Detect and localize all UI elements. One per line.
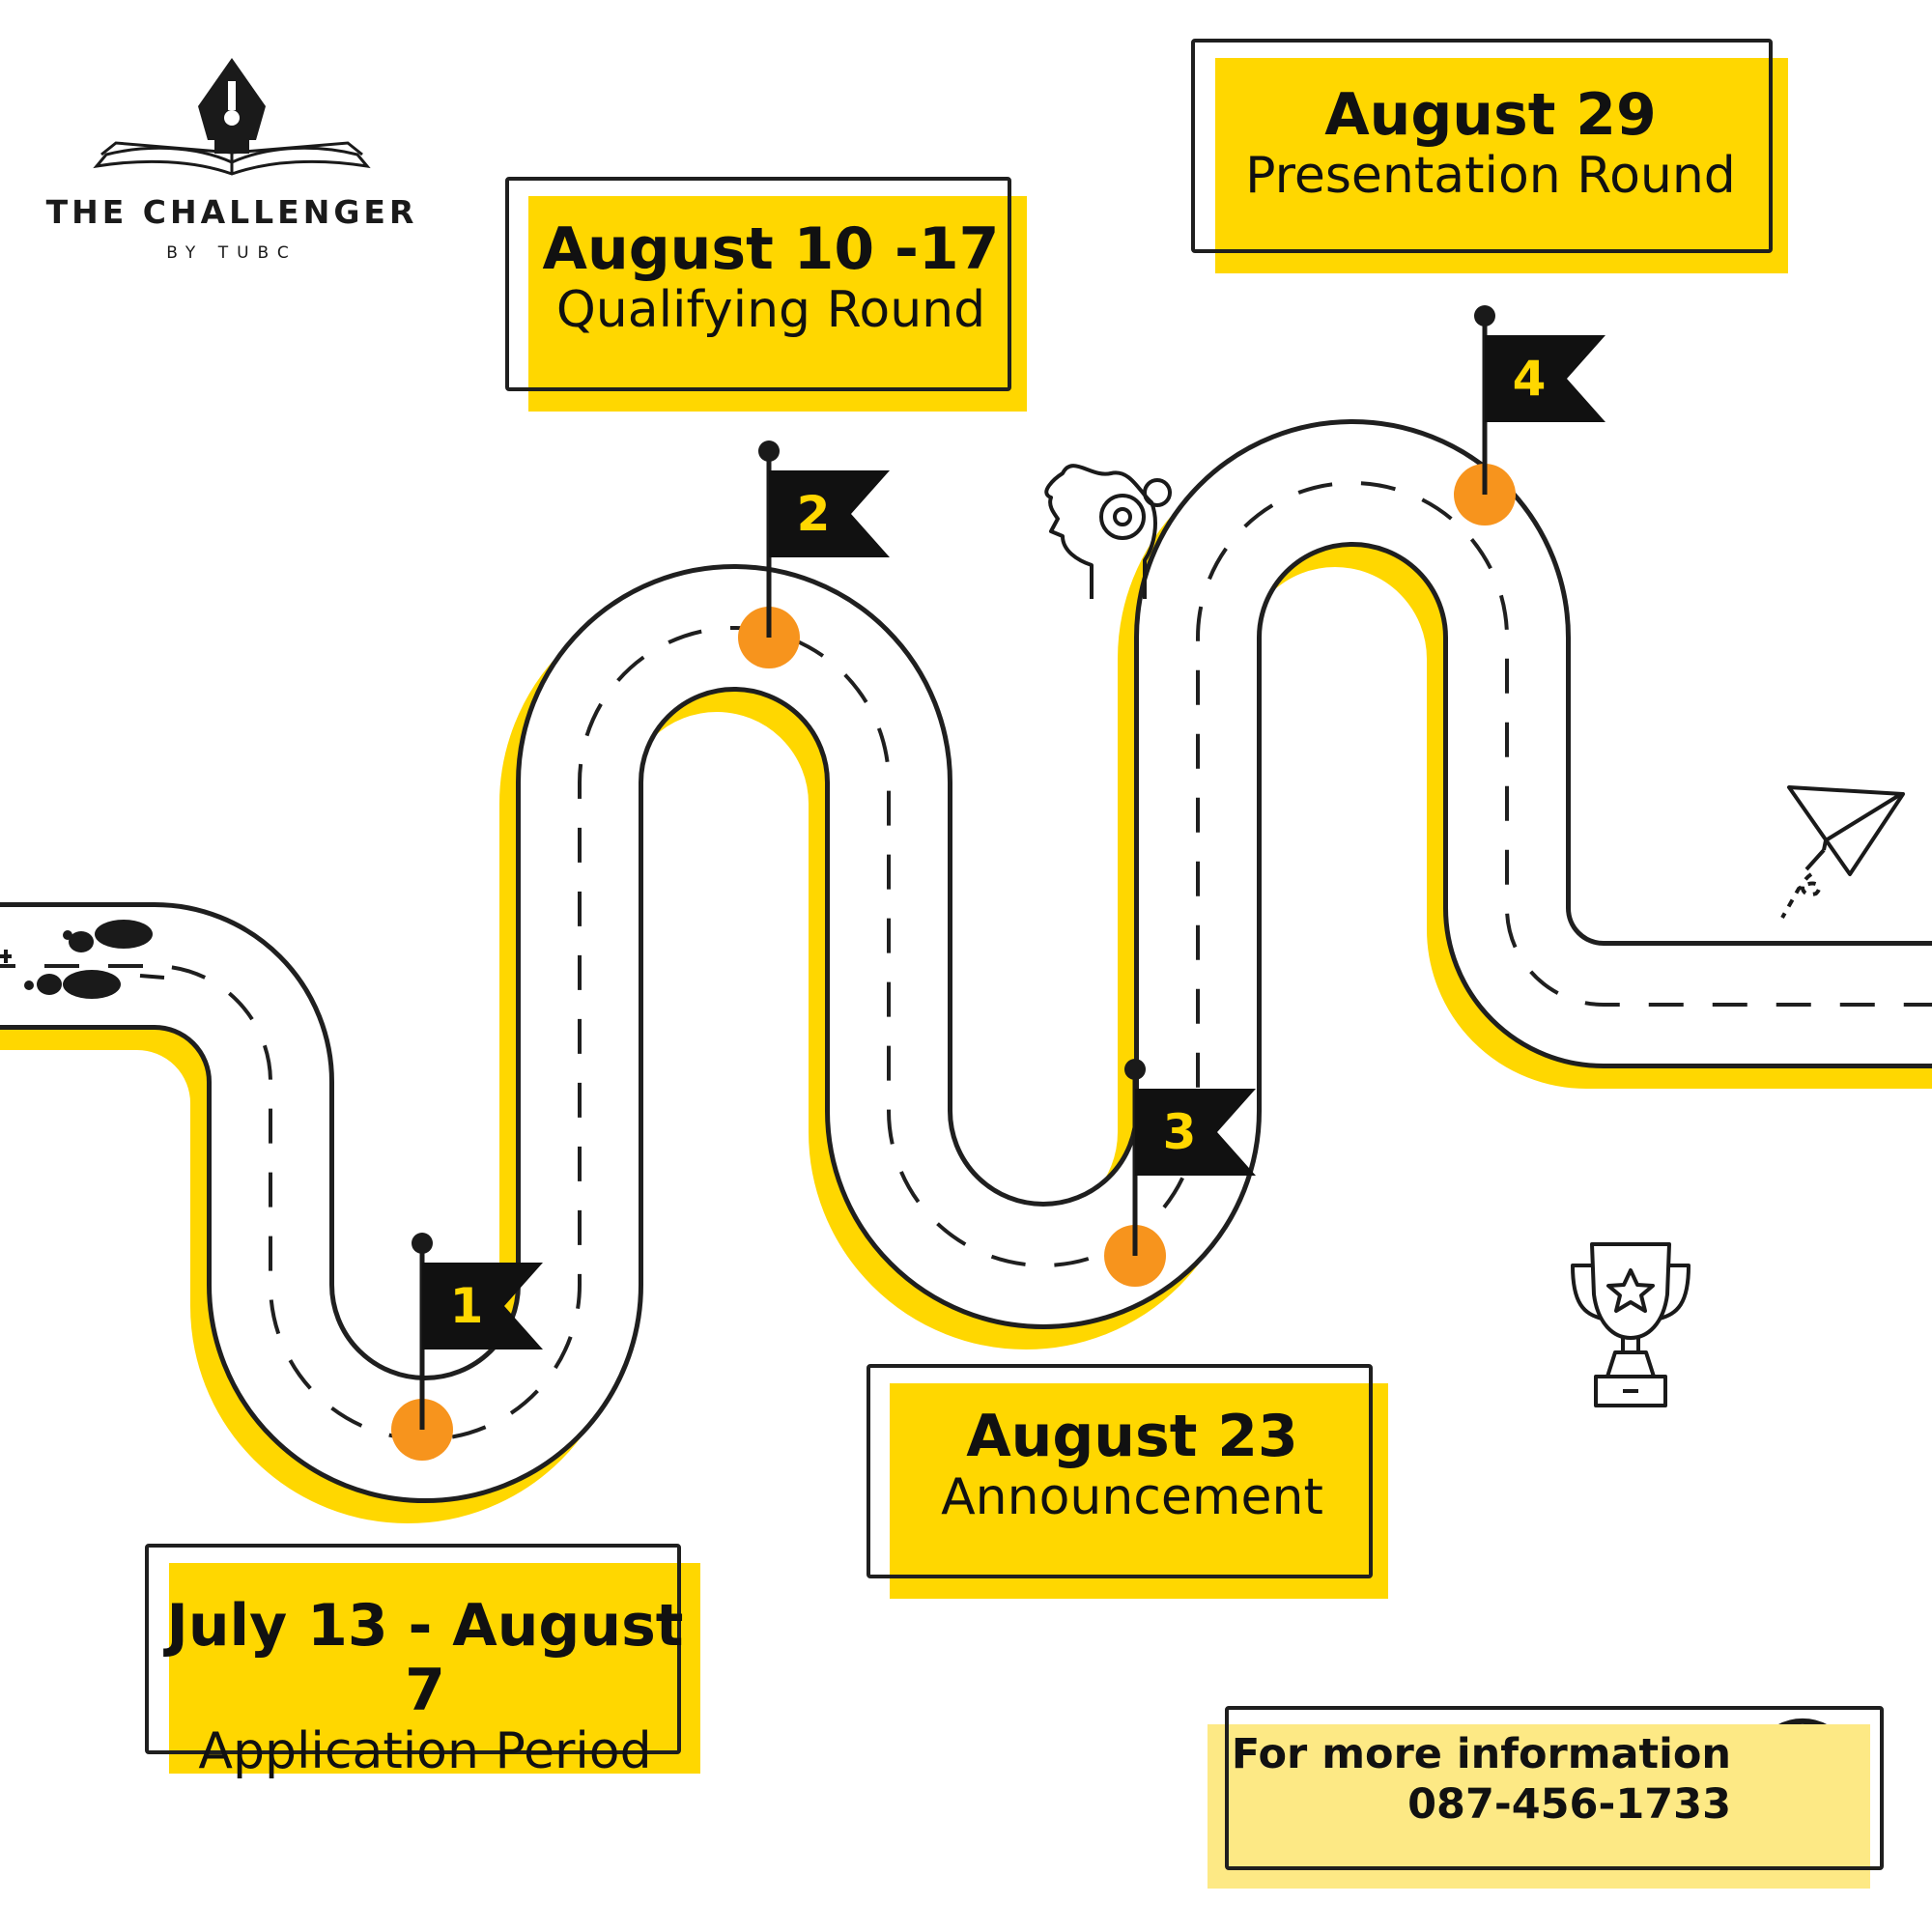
trophy-icon xyxy=(1571,1242,1690,1407)
info-label: For more information xyxy=(1231,1730,1731,1778)
milestone-card-1: July 13 - August 7 Application Period xyxy=(145,1544,700,1780)
card-frame xyxy=(505,177,1011,391)
milestone-marker-3: 3 xyxy=(1104,1059,1256,1287)
milestone-label: Announcement xyxy=(941,1468,1323,1527)
paper-plane-icon xyxy=(1780,785,1905,919)
flag-number: 3 xyxy=(1163,1104,1197,1160)
flag-number: 2 xyxy=(797,486,831,542)
brain-gears-icon xyxy=(1044,464,1172,599)
info-text: For more information 087-456-1733 xyxy=(1227,1729,1731,1831)
card-highlight xyxy=(1215,58,1788,273)
flag-number: 1 xyxy=(450,1278,484,1334)
milestone-date: July 13 - August 7 xyxy=(166,1592,684,1725)
milestones-layer: 1 2 3 4 xyxy=(391,305,1605,1461)
flag-pole-knob xyxy=(1474,305,1495,327)
flag-icon xyxy=(422,1263,543,1350)
flag-pole-knob xyxy=(758,440,780,462)
milestone-label: Presentation Round xyxy=(1245,147,1736,206)
milestone-card-4: August 29 Presentation Round xyxy=(1191,39,1790,275)
milestone-date: August 10 -17 xyxy=(542,215,1000,283)
flag-icon xyxy=(1485,335,1605,422)
milestone-label: Application Period xyxy=(198,1722,652,1781)
footprints-icon xyxy=(0,920,165,999)
milestone-card-2: August 10 -17 Qualifying Round xyxy=(505,177,1027,413)
milestone-date: August 23 xyxy=(966,1403,1298,1470)
card-highlight xyxy=(528,196,1027,412)
milestone-date: August 29 xyxy=(1324,81,1657,149)
card-frame xyxy=(1191,39,1773,253)
fountain-pen-book-logo xyxy=(93,58,371,176)
milestone-marker-4: 4 xyxy=(1454,305,1605,526)
card-highlight xyxy=(169,1563,700,1774)
card-highlight xyxy=(890,1383,1388,1599)
flag-number: 4 xyxy=(1513,351,1547,407)
milestone-marker-2: 2 xyxy=(738,440,890,668)
milestone-label: Qualifying Round xyxy=(555,281,986,340)
flag-pole-knob xyxy=(412,1233,433,1254)
flag-icon xyxy=(1135,1089,1256,1176)
brand-title: THE CHALLENGER xyxy=(45,193,418,231)
card-frame xyxy=(145,1544,681,1754)
card-frame xyxy=(867,1364,1373,1578)
milestone-marker-1: 1 xyxy=(391,1233,543,1461)
flag-pole-knob xyxy=(1124,1059,1146,1080)
brand-subtitle: BY TUBC xyxy=(166,243,298,263)
info-highlight xyxy=(1208,1724,1870,1889)
info-box xyxy=(1225,1706,1884,1870)
flag-icon xyxy=(769,470,890,557)
info-phone[interactable]: 087-456-1733 xyxy=(1407,1780,1731,1830)
milestone-card-3: August 23 Announcement xyxy=(867,1364,1388,1601)
